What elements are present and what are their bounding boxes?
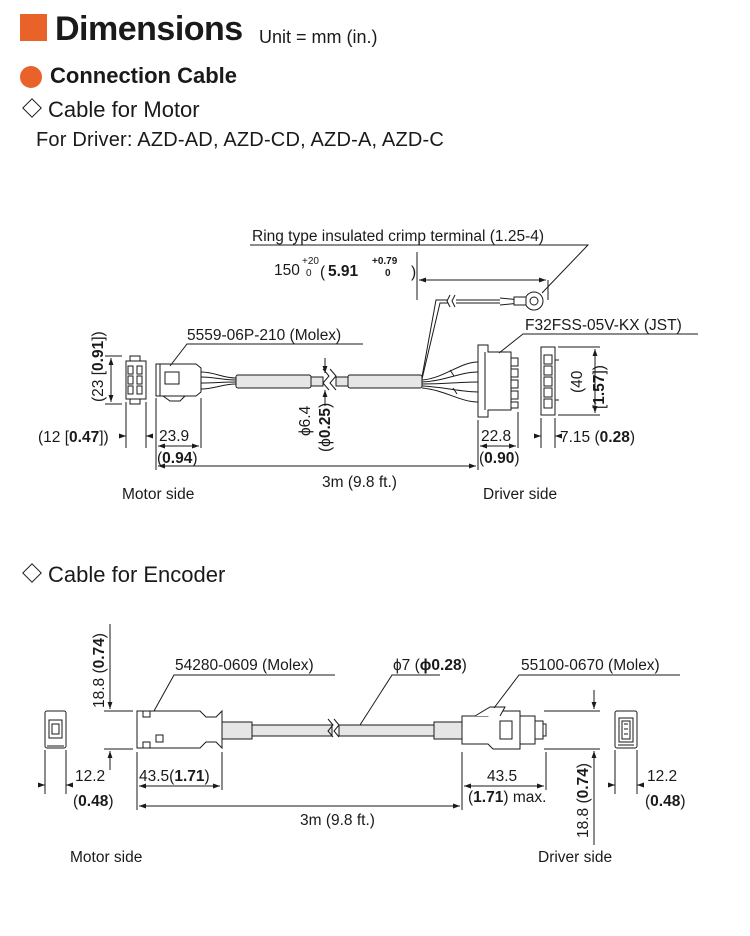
encoder-cable-drawing: 18.8 (0.74) 12.2 (0.48) 54280-0609 (Mole… (38, 624, 686, 866)
svg-text:(23 [0.91]): (23 [0.91]) (90, 331, 107, 402)
enc-dim-18-8-right: 18.8 (0.74) (575, 763, 592, 838)
molex-55100-label: 55100-0670 (Molex) (521, 657, 660, 674)
encoder-cable-heading: Cable for Encoder (22, 562, 225, 588)
enc-dim-0-48-left: (0.48) (73, 793, 114, 810)
dim-0-94-label: (0.94) (157, 450, 198, 467)
enc-dim-18-8-left: 18.8 (0.74) (91, 633, 108, 708)
svg-text:(40: (40 (569, 370, 586, 393)
enc-dim-43-5-left: 43.5(1.71) (139, 768, 210, 785)
section-title: Connection Cable (50, 63, 238, 88)
encoder-cable-title: Cable for Encoder (48, 562, 226, 587)
molex-connector-side-view (155, 363, 202, 402)
dim-23-label: (23 [0.91]) (90, 331, 107, 402)
ring-terminal-label: Ring type insulated crimp terminal (1.25… (252, 228, 544, 245)
lead-length-in: 5.91 (328, 263, 359, 280)
dim-40-label: (40 (569, 370, 586, 393)
svg-text:(ϕ0.25): (ϕ0.25) (317, 403, 334, 452)
motor-cable-drawing: Ring type insulated crimp terminal (1.25… (38, 228, 698, 503)
driver-compatibility: For Driver: AZD-AD, AZD-CD, AZD-A, AZD-C (36, 129, 445, 151)
encoder-connector-end-view-right (614, 710, 638, 749)
enc-dim-12-2-right: 12.2 (647, 768, 677, 785)
motor-cable-heading: Cable for Motor (22, 97, 200, 123)
molex-54280-side-view (136, 709, 223, 750)
motor-cable-length: 3m (9.8 ft.) (322, 474, 397, 491)
paren-open: ( (320, 264, 326, 281)
encoder-cable-length: 3m (9.8 ft.) (300, 812, 375, 829)
lead-length-mm: 150 (274, 262, 300, 279)
driver-side-label: Driver side (483, 486, 557, 503)
lead-tol-lower-mm: 0 (306, 268, 312, 279)
jst-label: F32FSS-05V-KX (JST) (525, 317, 682, 334)
dim-phi-6-4-label: ϕ6.4 (297, 405, 314, 436)
dim-22-8-label: 22.8 (481, 428, 511, 445)
dim-0-90-label: (0.90) (479, 450, 520, 467)
section-marker-dot (20, 66, 42, 88)
lead-tol-upper-in: +0.79 (372, 256, 398, 267)
encoder-connector-end-view-left (44, 710, 67, 749)
enc-dim-0-48-right: (0.48) (645, 793, 686, 810)
molex-55100-side-view (461, 706, 547, 750)
enc-dim-43-5-right: 43.5 (487, 768, 517, 785)
encoder-motor-side-label: Motor side (70, 849, 142, 866)
unit-label: Unit = mm (in.) (259, 27, 378, 47)
dim-7-15-label: 7.15 (0.28) (560, 429, 635, 446)
dim-12-label: (12 [0.47]) (38, 429, 109, 446)
motor-side-label: Motor side (122, 486, 194, 503)
enc-dim-1-71-max: (1.71) max. (468, 789, 546, 806)
jst-connector-side-view (477, 344, 519, 418)
molex-motor-label: 5559-06P-210 (Molex) (187, 327, 341, 344)
svg-text:18.8 (0.74): 18.8 (0.74) (91, 633, 108, 708)
dim-23-9-label: 23.9 (159, 428, 189, 445)
lead-tol-lower-in: 0 (385, 268, 391, 279)
motor-cable-title: Cable for Motor (48, 97, 200, 122)
section-marker-square (20, 14, 47, 41)
encoder-driver-side-label: Driver side (538, 849, 612, 866)
dim-1-57-label: [1.57]) (591, 365, 608, 409)
svg-text:ϕ6.4: ϕ6.4 (297, 405, 314, 436)
svg-text:[1.57]): [1.57]) (591, 365, 608, 409)
paren-close: ) (411, 264, 416, 281)
motor-connector-end-view (125, 355, 147, 405)
dim-phi-0-25-label: (ϕ0.25) (317, 403, 334, 452)
svg-text:18.8 (0.74): 18.8 (0.74) (575, 763, 592, 838)
jst-connector-end-view (540, 346, 559, 416)
lead-tol-upper-mm: +20 (302, 256, 319, 267)
page-title: Dimensions (55, 10, 243, 48)
molex-54280-label: 54280-0609 (Molex) (175, 657, 314, 674)
enc-dim-12-2-left: 12.2 (75, 768, 105, 785)
cable-diameter-label: ϕ7 (ϕ0.28) (393, 657, 467, 674)
